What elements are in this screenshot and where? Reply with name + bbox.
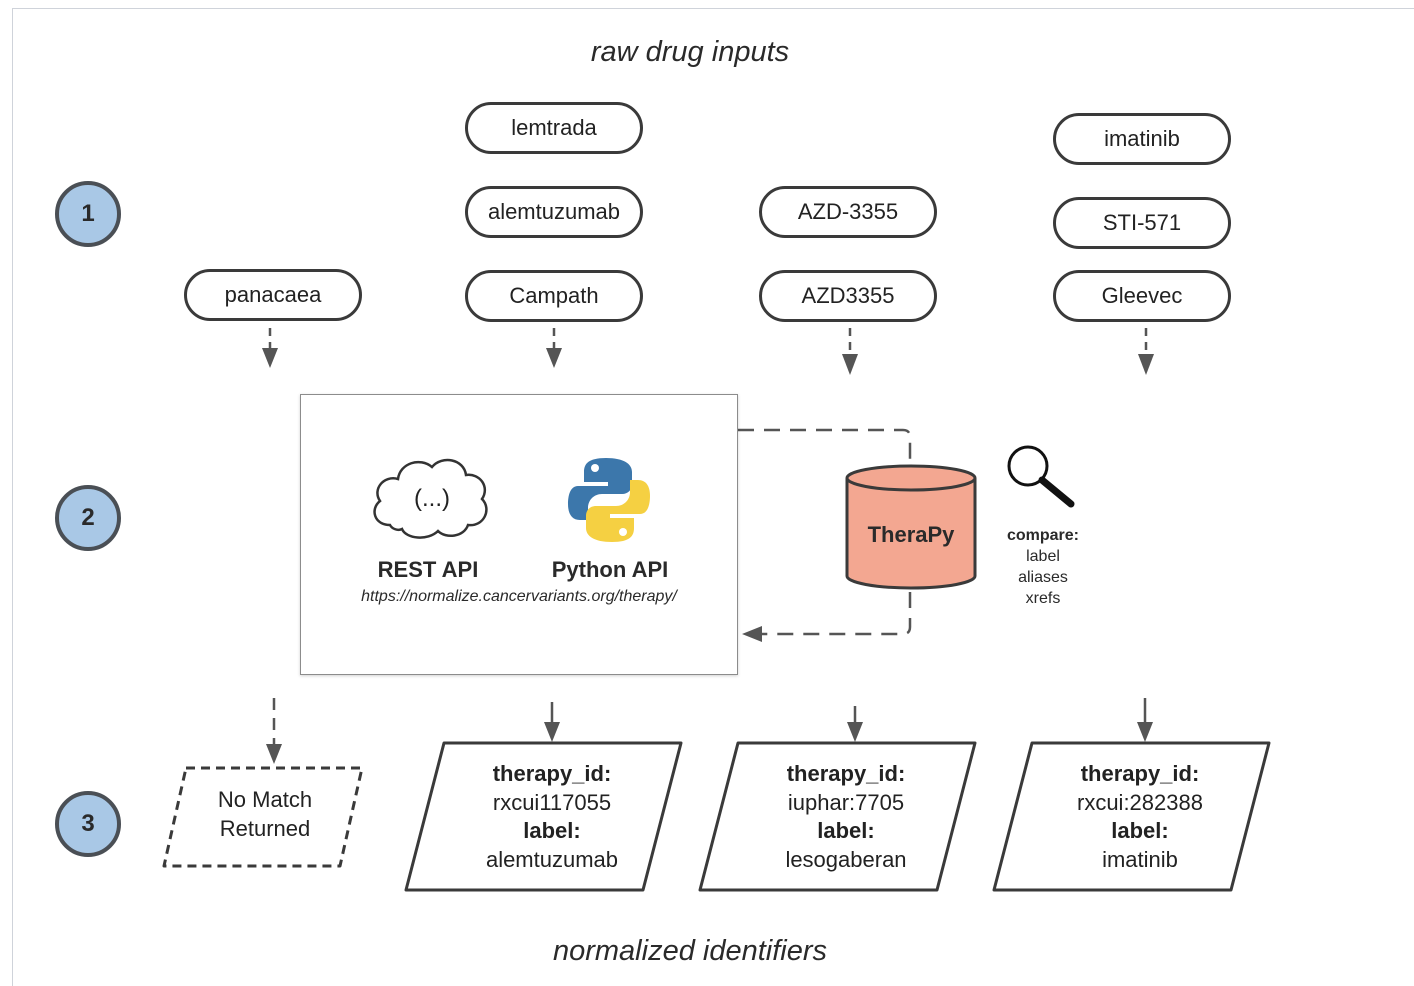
cloud-text: (...): [414, 485, 450, 512]
python-api-label: Python API: [551, 557, 669, 582]
frame-border-left: [12, 8, 13, 986]
input-alemtuzumab: alemtuzumab: [465, 186, 643, 238]
cloud-icon: (...): [373, 458, 488, 539]
input-lemtrada: lemtrada: [465, 102, 643, 154]
title-normalized: normalized identifiers: [552, 935, 827, 967]
result-2-label: lesogaberan: [785, 846, 907, 872]
database-label: TheraPy: [867, 522, 955, 547]
result-1: therapy_id: rxcui117055 label: alemtuzum…: [452, 760, 652, 874]
input-azd3355: AZD3355: [759, 270, 937, 322]
step-1-badge: 1: [55, 181, 121, 247]
result-3-label-key: label:: [1111, 818, 1169, 843]
result-shape-1: [404, 741, 683, 892]
no-match-line-1: No Match: [217, 787, 313, 812]
result-shape-2: [698, 741, 977, 892]
output-arrowheads: [266, 722, 1153, 764]
compare-field-xrefs: xrefs: [1025, 590, 1061, 607]
compare-header: compare:: [1006, 527, 1080, 544]
result-1-id: rxcui117055: [492, 789, 612, 815]
connector-db-to-api: [762, 592, 912, 636]
result-1-label-key: label:: [523, 818, 581, 843]
compare-field-label: label: [1026, 548, 1060, 565]
frame-border-top: [12, 8, 1414, 9]
connector-api-to-db: [738, 428, 912, 462]
connector-arrowhead: [742, 626, 762, 642]
result-2-id-key: therapy_id:: [786, 761, 906, 786]
input-sti-571: STI-571: [1053, 197, 1231, 249]
result-3-id-key: therapy_id:: [1080, 761, 1200, 786]
result-shape-3: [992, 741, 1271, 892]
no-match-text: No Match Returned: [190, 785, 340, 843]
input-campath: Campath: [465, 270, 643, 322]
title-raw-inputs: raw drug inputs: [590, 36, 790, 68]
compare-block: compare: label aliases xrefs: [996, 525, 1090, 609]
result-2-id: iuphar:7705: [787, 789, 905, 815]
step-2-badge: 2: [55, 485, 121, 551]
result-3-id: rxcui:282388: [1077, 789, 1203, 815]
api-url: https://normalize.cancervariants.org/the…: [361, 588, 677, 605]
input-panacaea: panacaea: [184, 269, 362, 321]
compare-field-aliases: aliases: [1018, 569, 1068, 586]
result-3-label: imatinib: [1102, 846, 1178, 872]
input-azd-3355: AZD-3355: [759, 186, 937, 238]
rest-api-label: REST API: [377, 557, 479, 582]
result-1-id-key: therapy_id:: [492, 761, 612, 786]
step-3-badge: 3: [55, 791, 121, 857]
result-2: therapy_id: iuphar:7705 label: lesogaber…: [746, 760, 946, 874]
magnifier-icon: [1007, 445, 1075, 508]
database-icon: [845, 464, 977, 590]
input-arrows: [268, 328, 1148, 358]
python-logo-icon: [568, 458, 650, 542]
no-match-shape: [162, 766, 364, 868]
result-1-label: alemtuzumab: [485, 846, 619, 872]
input-gleevec: Gleevec: [1053, 270, 1231, 322]
no-match-line-2: Returned: [219, 816, 311, 841]
input-arrowheads: [262, 348, 1154, 375]
api-db-connectors: [738, 428, 912, 636]
api-box: [300, 394, 738, 675]
input-imatinib: imatinib: [1053, 113, 1231, 165]
result-2-label-key: label:: [817, 818, 875, 843]
result-3: therapy_id: rxcui:282388 label: imatinib: [1040, 760, 1240, 874]
